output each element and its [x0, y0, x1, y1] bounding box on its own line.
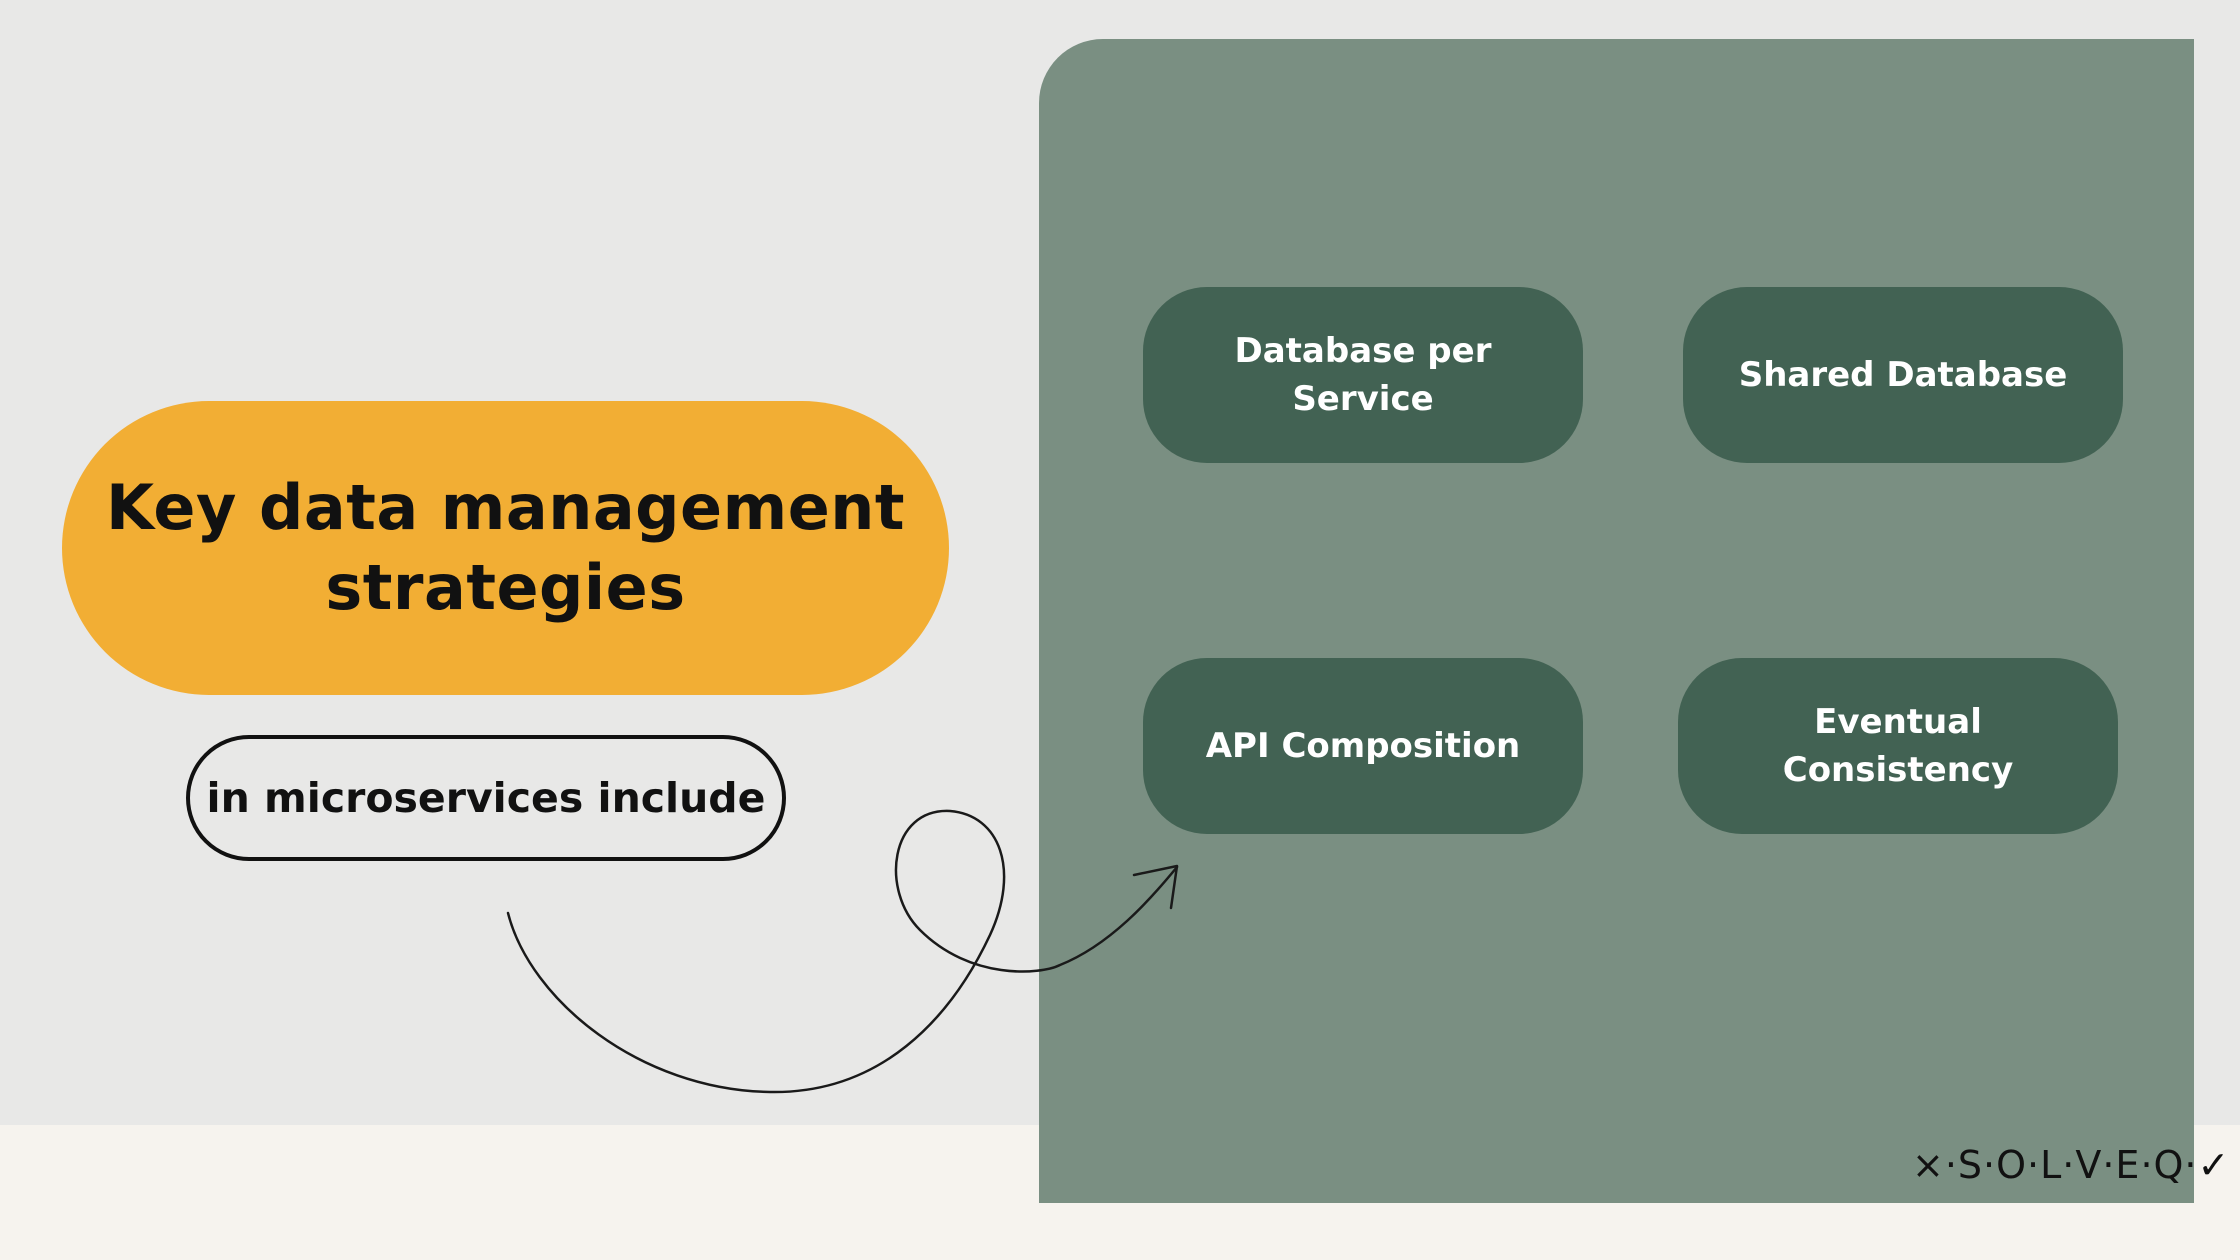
strategy-label: Eventual Consistency [1782, 702, 2014, 790]
strategies-panel [1039, 39, 2194, 1203]
strategy-label: Database per Service [1234, 331, 1492, 419]
strategy-shared-database: Shared Database [1683, 287, 2123, 463]
strategy-eventual-consistency: Eventual Consistency [1678, 658, 2118, 834]
diagram-subtitle: in microservices include [206, 774, 766, 822]
solveq-logo: ×·S·O·L·V·E·Q·✓ [1912, 1143, 2231, 1187]
strategy-database-per-service: Database per Service [1143, 287, 1583, 463]
strategy-label: Shared Database [1738, 355, 2068, 395]
strategy-api-composition: API Composition [1143, 658, 1583, 834]
diagram-title: Key data management strategies [105, 471, 906, 624]
strategy-label: API Composition [1205, 726, 1521, 766]
title-pill: Key data management strategies [62, 401, 949, 695]
subtitle-pill: in microservices include [186, 735, 786, 861]
